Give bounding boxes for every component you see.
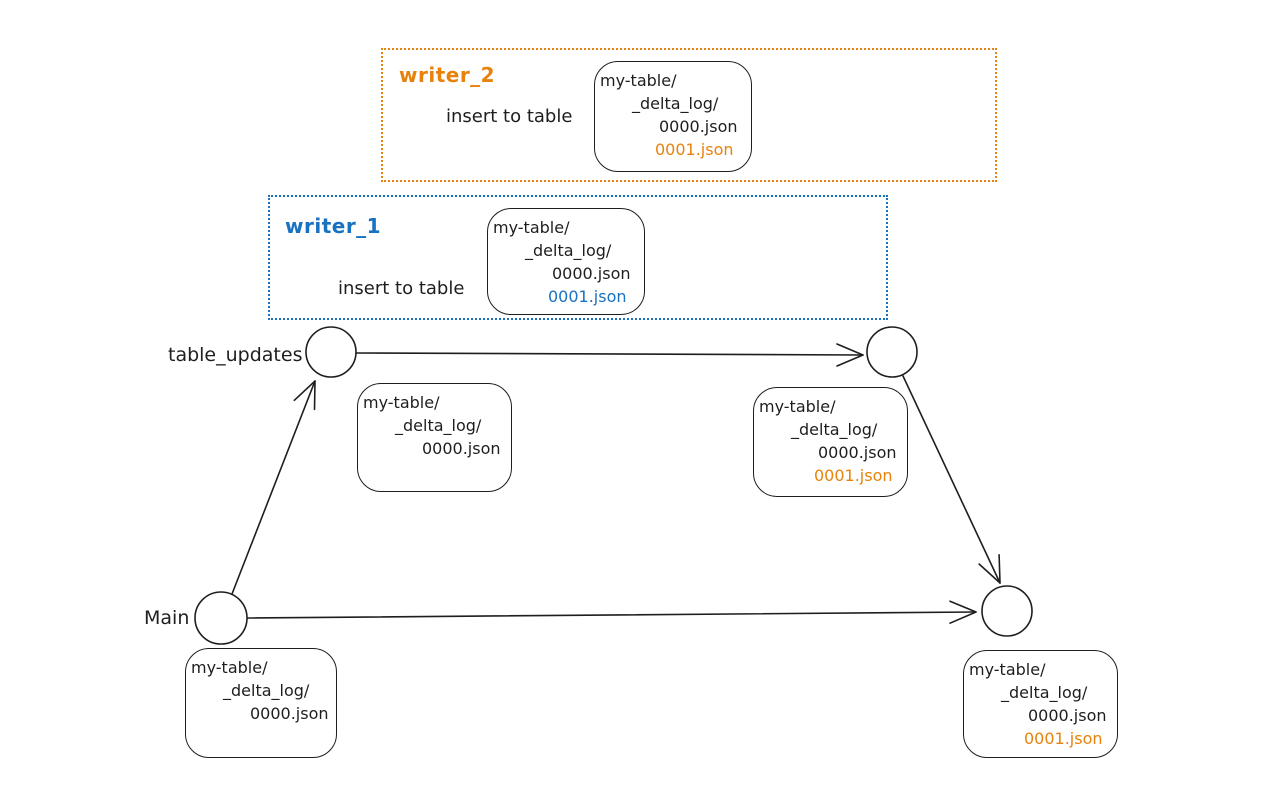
commit-node-table-updates-end [866, 326, 918, 378]
arrow-main-branch [246, 611, 977, 619]
file-path-delta-log: _delta_log/ [1001, 683, 1088, 702]
file-path-0001-json: 0001.json [814, 466, 893, 485]
delta-log-box-writer-2: my-table/ _delta_log/ 0000.json 0001.jso… [594, 61, 752, 172]
arrow-table-updates-branch [355, 352, 864, 356]
file-path-0000-json: 0000.json [1028, 706, 1107, 725]
writer-2-name-label: writer_2 [399, 63, 496, 87]
arrow-merge-to-main [902, 375, 1001, 584]
delta-log-box-writer-1: my-table/ _delta_log/ 0000.json 0001.jso… [487, 208, 645, 315]
file-path-0000-json: 0000.json [250, 704, 329, 723]
branch-label-main: Main [144, 607, 190, 629]
delta-log-box-table-updates-end: my-table/ _delta_log/ 0000.json 0001.jso… [753, 387, 908, 497]
file-path-delta-log: _delta_log/ [223, 681, 310, 700]
delta-log-box-table-updates-start: my-table/ _delta_log/ 0000.json [357, 383, 512, 492]
delta-log-box-main-end: my-table/ _delta_log/ 0000.json 0001.jso… [963, 650, 1118, 758]
file-path-root: my-table/ [493, 218, 570, 237]
writer-1-name-label: writer_1 [285, 214, 382, 238]
commit-node-main-end [981, 585, 1033, 637]
file-path-delta-log: _delta_log/ [791, 420, 878, 439]
file-path-0000-json: 0000.json [659, 117, 738, 136]
arrowhead-main-branch [949, 600, 977, 624]
arrow-branch-from-main [231, 380, 316, 595]
file-path-0001-json: 0001.json [655, 140, 734, 159]
writer-1-action-label: insert to table [338, 278, 465, 299]
writer-2-action-label: insert to table [446, 106, 573, 127]
writer-2-group: writer_2 insert to table my-table/ _delt… [381, 48, 997, 182]
file-path-delta-log: _delta_log/ [395, 416, 482, 435]
writer-1-group: writer_1 insert to table my-table/ _delt… [268, 195, 888, 320]
file-path-0000-json: 0000.json [422, 439, 501, 458]
file-path-delta-log: _delta_log/ [525, 241, 612, 260]
commit-node-table-updates-start [305, 326, 357, 378]
file-path-0000-json: 0000.json [552, 264, 631, 283]
commit-node-main-start [194, 591, 248, 645]
file-path-root: my-table/ [191, 658, 268, 677]
file-path-root: my-table/ [969, 660, 1046, 679]
branch-label-table-updates: table_updates [168, 344, 303, 366]
file-path-0000-json: 0000.json [818, 443, 897, 462]
file-path-root: my-table/ [363, 393, 440, 412]
file-path-0001-json: 0001.json [1024, 729, 1103, 748]
arrowhead-merge-to-main [978, 554, 1001, 584]
arrowhead-branch-from-main [293, 380, 316, 411]
file-path-0001-json: 0001.json [548, 287, 627, 306]
file-path-root: my-table/ [600, 71, 677, 90]
arrowhead-table-updates-branch [836, 343, 864, 367]
delta-log-box-main-start: my-table/ _delta_log/ 0000.json [185, 648, 337, 758]
file-path-delta-log: _delta_log/ [632, 94, 719, 113]
file-path-root: my-table/ [759, 397, 836, 416]
